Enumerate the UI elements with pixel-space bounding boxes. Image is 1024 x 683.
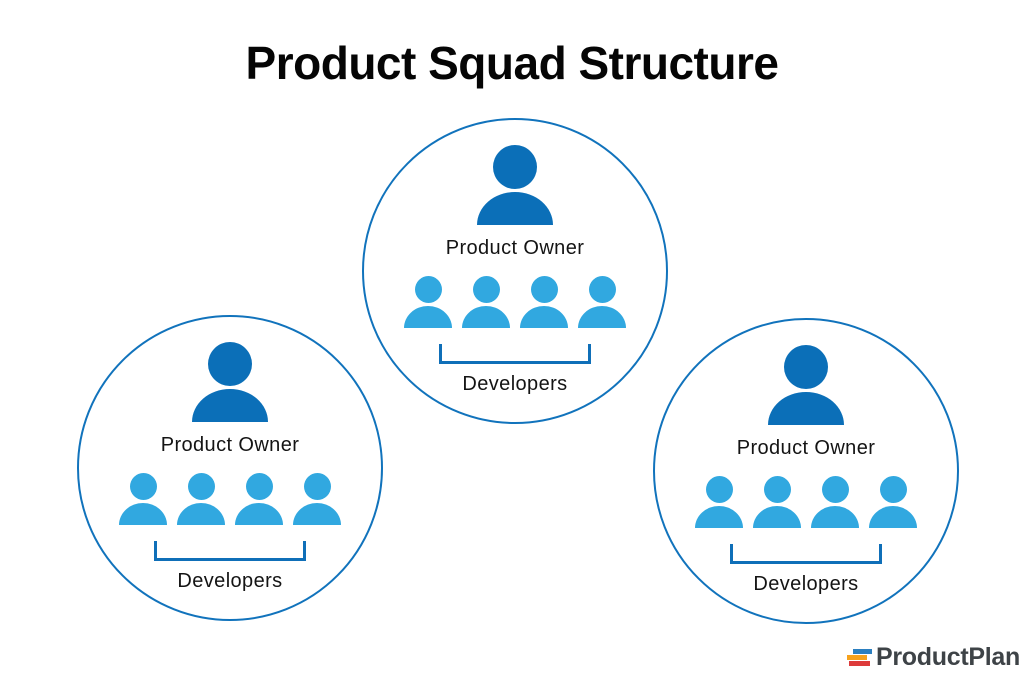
productplan-logo: ProductPlan bbox=[846, 644, 1020, 671]
developer-icon bbox=[869, 476, 917, 528]
developer-icon bbox=[177, 473, 225, 525]
person-head-icon bbox=[784, 345, 828, 389]
developers-bracket bbox=[730, 544, 882, 564]
developer-icon bbox=[462, 276, 510, 328]
person-head-icon bbox=[763, 476, 791, 503]
person-torso-icon bbox=[520, 306, 568, 328]
logo-bar-blue-icon bbox=[853, 648, 872, 654]
person-head-icon bbox=[530, 276, 558, 303]
person-torso-icon bbox=[477, 192, 553, 225]
logo-bar-red-icon bbox=[849, 660, 870, 666]
developers-row bbox=[695, 476, 917, 528]
developer-icon bbox=[695, 476, 743, 528]
person-torso-icon bbox=[177, 503, 225, 525]
person-torso-icon bbox=[462, 306, 510, 328]
person-head-icon bbox=[472, 276, 500, 303]
developers-label: Developers bbox=[177, 570, 283, 592]
developer-icon bbox=[520, 276, 568, 328]
person-head-icon bbox=[303, 473, 331, 500]
squad-circle-right: Product Owner Developers bbox=[653, 318, 959, 624]
person-torso-icon bbox=[768, 392, 844, 425]
person-torso-icon bbox=[235, 503, 283, 525]
person-head-icon bbox=[493, 145, 537, 189]
developer-icon bbox=[753, 476, 801, 528]
developers-row bbox=[404, 276, 626, 328]
productplan-logo-text: ProductPlan bbox=[876, 643, 1020, 671]
product-owner-icon bbox=[768, 345, 844, 425]
developers-bracket bbox=[439, 344, 591, 364]
developer-icon bbox=[293, 473, 341, 525]
person-torso-icon bbox=[753, 506, 801, 528]
developers-row bbox=[119, 473, 341, 525]
person-torso-icon bbox=[119, 503, 167, 525]
product-owner-label: Product Owner bbox=[445, 237, 585, 259]
person-torso-icon bbox=[293, 503, 341, 525]
productplan-logo-icon bbox=[846, 648, 873, 668]
developers-label: Developers bbox=[753, 573, 859, 595]
person-torso-icon bbox=[811, 506, 859, 528]
person-head-icon bbox=[821, 476, 849, 503]
developers-label: Developers bbox=[462, 373, 568, 395]
product-owner-label: Product Owner bbox=[736, 437, 876, 459]
person-head-icon bbox=[705, 476, 733, 503]
person-torso-icon bbox=[869, 506, 917, 528]
person-head-icon bbox=[245, 473, 273, 500]
squad-circle-left: Product Owner Developers bbox=[77, 315, 383, 621]
person-torso-icon bbox=[578, 306, 626, 328]
person-torso-icon bbox=[192, 389, 268, 422]
logo-bar-orange-icon bbox=[847, 654, 867, 660]
developer-icon bbox=[235, 473, 283, 525]
person-head-icon bbox=[414, 276, 442, 303]
person-head-icon bbox=[129, 473, 157, 500]
product-owner-icon bbox=[477, 145, 553, 225]
product-owner-label: Product Owner bbox=[160, 434, 300, 456]
person-torso-icon bbox=[695, 506, 743, 528]
person-head-icon bbox=[187, 473, 215, 500]
developer-icon bbox=[119, 473, 167, 525]
person-head-icon bbox=[588, 276, 616, 303]
person-torso-icon bbox=[404, 306, 452, 328]
person-head-icon bbox=[879, 476, 907, 503]
product-owner-icon bbox=[192, 342, 268, 422]
developer-icon bbox=[811, 476, 859, 528]
person-head-icon bbox=[208, 342, 252, 386]
developer-icon bbox=[404, 276, 452, 328]
diagram-title: Product Squad Structure bbox=[245, 37, 779, 89]
developer-icon bbox=[578, 276, 626, 328]
squad-circle-center: Product Owner Developers bbox=[362, 118, 668, 424]
developers-bracket bbox=[154, 541, 306, 561]
